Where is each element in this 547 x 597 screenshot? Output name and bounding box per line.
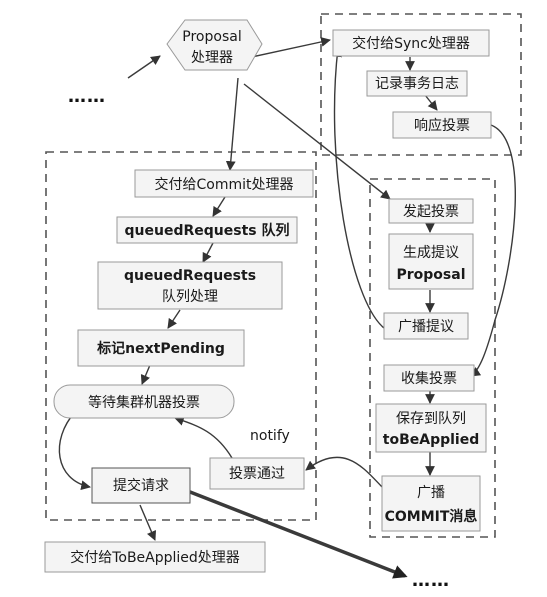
- wait-vote-node: 等待集群机器投票: [53, 384, 235, 419]
- edge-submit-to-next: [184, 488, 408, 579]
- gen-proposal-label-line1: 生成提议: [403, 245, 459, 261]
- to-applied-label: 交付给ToBeApplied处理器: [70, 549, 240, 566]
- edge-vote-pass-to-wait: [174, 416, 233, 459]
- save-queue-label-line1: 保存到队列: [396, 411, 466, 427]
- left-ellipsis: ……: [68, 86, 106, 107]
- bottom-ellipsis: ……: [412, 570, 450, 591]
- to-sync-node: 交付给Sync处理器: [332, 29, 490, 57]
- start-vote-node: 发起投票: [388, 198, 474, 224]
- submit-request-node: 提交请求: [91, 467, 191, 504]
- queued-requests-queue-node: queuedRequests 队列: [116, 216, 298, 244]
- mark-next-label: 标记nextPending: [96, 340, 225, 357]
- mark-next-pending-node: 标记nextPending: [77, 329, 245, 367]
- sync-processor-container: [320, 13, 522, 156]
- edge-submit-to-applied: [139, 504, 157, 541]
- gen-proposal-node: 生成提议 Proposal: [388, 233, 474, 290]
- broadcast-commit-label-line2: COMMIT消息: [385, 508, 478, 525]
- wait-vote-label: 等待集群机器投票: [88, 394, 200, 411]
- edge-processing-to-mark: [167, 309, 181, 329]
- broadcast-proposal-label: 广播提议: [398, 319, 454, 335]
- edge-proposal-to-start-vote: [243, 83, 391, 200]
- vote-pass-node: 投票通过: [209, 457, 305, 490]
- edge-broadcast-proposal-to-sync: [332, 47, 385, 329]
- ack-node: 响应投票: [392, 111, 492, 139]
- save-queue-label-line2: toBeApplied: [383, 432, 479, 448]
- edge-broadcast-commit-to-vote-pass: [305, 456, 386, 491]
- to-commit-node: 交付给Commit处理器: [134, 169, 314, 198]
- edge-wait-to-submit: [58, 411, 91, 491]
- notify-edge-label: notify: [250, 428, 290, 444]
- proposal-label-line2: 处理器: [191, 50, 233, 66]
- queued-requests-processing-node: queuedRequests 队列处理: [97, 261, 283, 310]
- ack-label: 响应投票: [414, 117, 470, 134]
- proposal-processor-node: Proposal 处理器: [166, 19, 263, 71]
- edge-queue-to-processing: [202, 242, 214, 263]
- broadcast-proposal-node: 广播提议: [383, 312, 469, 340]
- save-queue-node: 保存到队列 toBeApplied: [375, 403, 487, 453]
- edge-log-to-ack: [424, 94, 438, 111]
- edge-ack-to-collect-vote: [470, 124, 516, 377]
- edge-mark-to-wait: [140, 364, 151, 385]
- to-sync-label: 交付给Sync处理器: [352, 35, 470, 52]
- collect-vote-node: 收集投票: [383, 364, 475, 392]
- commit-processor-container: [45, 151, 317, 521]
- proposal-label-line1: Proposal: [182, 29, 241, 45]
- edge-proposal-to-commit: [225, 77, 239, 171]
- edge-commit-to-queue: [212, 196, 226, 217]
- vote-pass-label: 投票通过: [229, 466, 285, 482]
- edge-proposal-to-sync: [246, 37, 331, 59]
- to-commit-label: 交付给Commit处理器: [155, 176, 294, 193]
- leader-container: [369, 178, 496, 538]
- queued-proc-label-line2: 队列处理: [162, 289, 218, 305]
- to-applied-node: 交付给ToBeApplied处理器: [44, 541, 266, 573]
- log-node: 记录事务日志: [366, 70, 468, 97]
- queued-queue-label: queuedRequests 队列: [125, 222, 290, 239]
- edge-input-to-proposal: [127, 55, 161, 79]
- broadcast-commit-label-line1: 广播: [417, 485, 445, 501]
- gen-proposal-label-line2: Proposal: [396, 267, 465, 283]
- start-vote-label: 发起投票: [403, 204, 459, 220]
- log-label: 记录事务日志: [375, 76, 459, 92]
- collect-vote-label: 收集投票: [401, 370, 457, 387]
- queued-proc-label-line1: queuedRequests: [124, 268, 256, 284]
- broadcast-commit-node: 广播 COMMIT消息: [381, 475, 481, 532]
- submit-label: 提交请求: [113, 477, 169, 494]
